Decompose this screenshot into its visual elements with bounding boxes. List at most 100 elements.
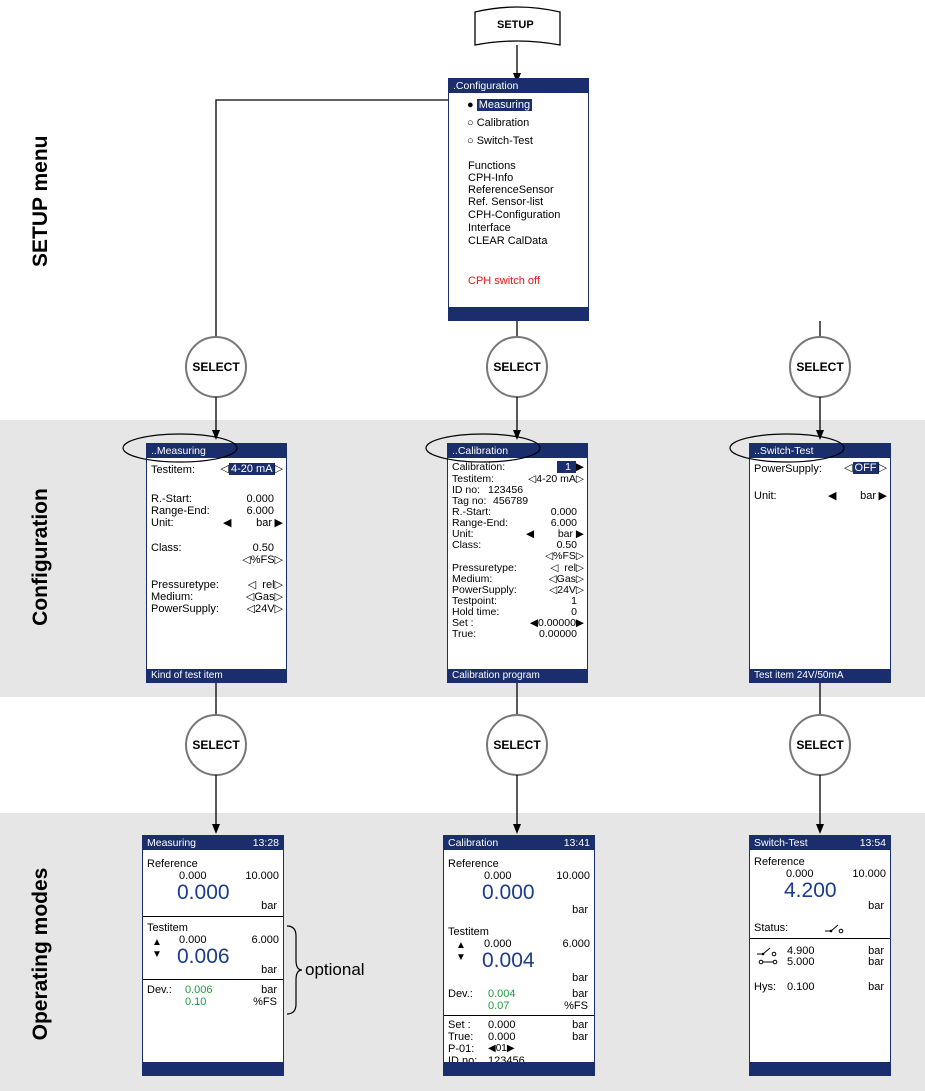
radio-calibration[interactable]: ○ Calibration xyxy=(467,117,530,129)
menu-item-cph-configuration[interactable]: CPH-Configuration xyxy=(468,209,561,221)
unit-right-arrow-icon[interactable]: ▶ xyxy=(575,528,584,540)
testpoint-label: Testpoint: xyxy=(452,595,497,607)
clock: 13:54 xyxy=(859,837,886,849)
screen-title: ..Measuring xyxy=(147,444,286,458)
unit-label: Unit: xyxy=(151,517,174,529)
unit-right-arrow-icon[interactable]: ▶ xyxy=(274,517,283,529)
select-label-2a[interactable]: SELECT xyxy=(192,738,240,752)
reference-min: 0.000 xyxy=(786,868,814,880)
medium-selector[interactable]: ◁Gas▷ xyxy=(245,591,283,603)
powersupply-selector[interactable]: ◁24V▷ xyxy=(549,584,584,596)
title-text: Switch-Test xyxy=(754,837,808,849)
open-point-value: 5.000 xyxy=(787,956,815,968)
class-unit-selector[interactable]: ◁%FS▷ xyxy=(545,550,584,562)
class-unit: %FS xyxy=(250,554,275,566)
pressuretype-selector[interactable]: ◁ rel▷ xyxy=(550,562,584,574)
testitem-label: Testitem xyxy=(147,922,188,934)
dev-unit-rel: %FS xyxy=(253,996,277,1008)
unit-left-arrow-icon[interactable]: ◀ xyxy=(526,528,535,540)
menu-item-cph-info[interactable]: CPH-Info xyxy=(468,172,514,184)
screen-title: ..Calibration xyxy=(448,444,587,458)
radio-measuring[interactable]: ● Measuring xyxy=(467,99,533,111)
testitem-value: 0.006 xyxy=(177,945,230,968)
updown-arrows-icon[interactable]: ▲▼ xyxy=(456,940,466,963)
powersupply-label: PowerSupply: xyxy=(151,603,219,615)
calibration-selector[interactable]: 1 ▶ xyxy=(557,461,584,473)
menu-item-clear-caldata[interactable]: CLEAR CalData xyxy=(468,235,548,247)
select-label-1b[interactable]: SELECT xyxy=(493,360,541,374)
select-label-1a[interactable]: SELECT xyxy=(192,360,240,374)
dev-unit-abs: bar xyxy=(572,988,588,1000)
menu-item-interface[interactable]: Interface xyxy=(468,222,511,234)
pressuretype-selector[interactable]: ◁ rel▷ xyxy=(247,579,283,591)
menu-item-reference-sensor[interactable]: ReferenceSensor xyxy=(468,184,554,196)
rangeend-value[interactable]: 6.000 xyxy=(246,505,274,517)
rangeend-label: Range-End: xyxy=(151,505,210,517)
testpoint-value[interactable]: 1 xyxy=(571,595,577,607)
clock: 13:28 xyxy=(252,837,279,849)
screen-title: .Configuration xyxy=(449,79,588,93)
radio-label: Calibration xyxy=(476,117,530,129)
select-label-2b[interactable]: SELECT xyxy=(493,738,541,752)
unit-left-arrow-icon[interactable]: ◀ xyxy=(223,517,232,529)
unit-left-arrow-icon[interactable]: ◀ xyxy=(828,490,837,502)
class-unit-selector[interactable]: ◁%FS▷ xyxy=(242,554,283,566)
rangeend-value[interactable]: 6.000 xyxy=(550,517,577,529)
medium-selector[interactable]: ◁Gas▷ xyxy=(548,573,584,585)
rstart-label: R.-Start: xyxy=(452,506,492,518)
idno-value[interactable]: 123456 xyxy=(488,484,524,496)
testitem-min: 0.000 xyxy=(484,938,512,950)
testitem-max: 6.000 xyxy=(251,934,279,946)
menu-item-switch-off[interactable]: CPH switch off xyxy=(468,275,540,287)
powersupply-selector[interactable]: ◁24V▷ xyxy=(246,603,283,615)
powersupply-selector[interactable]: ◁OFF▷ xyxy=(844,462,887,474)
menu-item-ref-sensor-list[interactable]: Ref. Sensor-list xyxy=(468,196,544,208)
pressuretype-label: Pressuretype: xyxy=(151,579,219,591)
close-point-value: 4.900 xyxy=(787,945,815,957)
menu-item-functions[interactable]: Functions xyxy=(468,160,516,172)
switch-open-point-icon xyxy=(758,959,778,965)
screen-footer xyxy=(143,1062,283,1075)
powersupply-value: OFF xyxy=(852,462,879,474)
set-selector[interactable]: ◀0.00000▶ xyxy=(529,617,584,629)
reference-max: 10.000 xyxy=(852,868,886,880)
screen-title: Switch-Test 13:54 xyxy=(750,836,890,850)
calibration-value: 1 xyxy=(565,461,571,473)
true-label: True: xyxy=(452,628,477,640)
select-label-2c[interactable]: SELECT xyxy=(796,738,844,752)
p-selector[interactable]: ◀01▶ xyxy=(488,1043,515,1054)
testitem-unit: bar xyxy=(261,964,277,976)
select-label-1c[interactable]: SELECT xyxy=(796,360,844,374)
reference-min: 0.000 xyxy=(179,870,207,882)
unit-label: Unit: xyxy=(452,528,474,540)
status-label: Status: xyxy=(754,922,789,934)
medium-value: Gas xyxy=(254,591,275,603)
reference-label: Reference xyxy=(754,856,805,868)
screen-footer: Test item 24V/50mA xyxy=(750,669,890,682)
screen-footer xyxy=(444,1062,594,1075)
testitem-selector[interactable]: ◁4-20 mA▷ xyxy=(220,463,283,475)
testitem-selector[interactable]: ◁4-20 mA▷ xyxy=(528,473,584,485)
updown-arrows-icon[interactable]: ▲▼ xyxy=(152,937,162,960)
reference-label: Reference xyxy=(448,858,499,870)
setup-button-label[interactable]: SETUP xyxy=(497,19,534,31)
testitem-label: Testitem: xyxy=(452,473,495,485)
testitem-unit: bar xyxy=(572,972,588,984)
rstart-value[interactable]: 0.000 xyxy=(550,506,577,518)
unit-value: bar xyxy=(557,528,573,540)
unit-value: bar xyxy=(860,490,876,502)
rstart-value[interactable]: 0.000 xyxy=(246,493,274,505)
powersupply-value: 24V xyxy=(557,584,576,596)
class-value[interactable]: 0.50 xyxy=(252,542,274,554)
holdtime-value[interactable]: 0 xyxy=(571,606,577,618)
unit-right-arrow-icon[interactable]: ▶ xyxy=(878,490,887,502)
class-value[interactable]: 0.50 xyxy=(556,539,577,551)
config-calibration-screen: ..Calibration Calibration: 1 ▶ Testitem:… xyxy=(447,443,588,683)
tagno-value[interactable]: 456789 xyxy=(493,495,529,507)
radio-switch-test[interactable]: ○ Switch-Test xyxy=(467,135,533,147)
screen-footer xyxy=(449,307,588,320)
reference-value: 0.000 xyxy=(482,881,535,904)
